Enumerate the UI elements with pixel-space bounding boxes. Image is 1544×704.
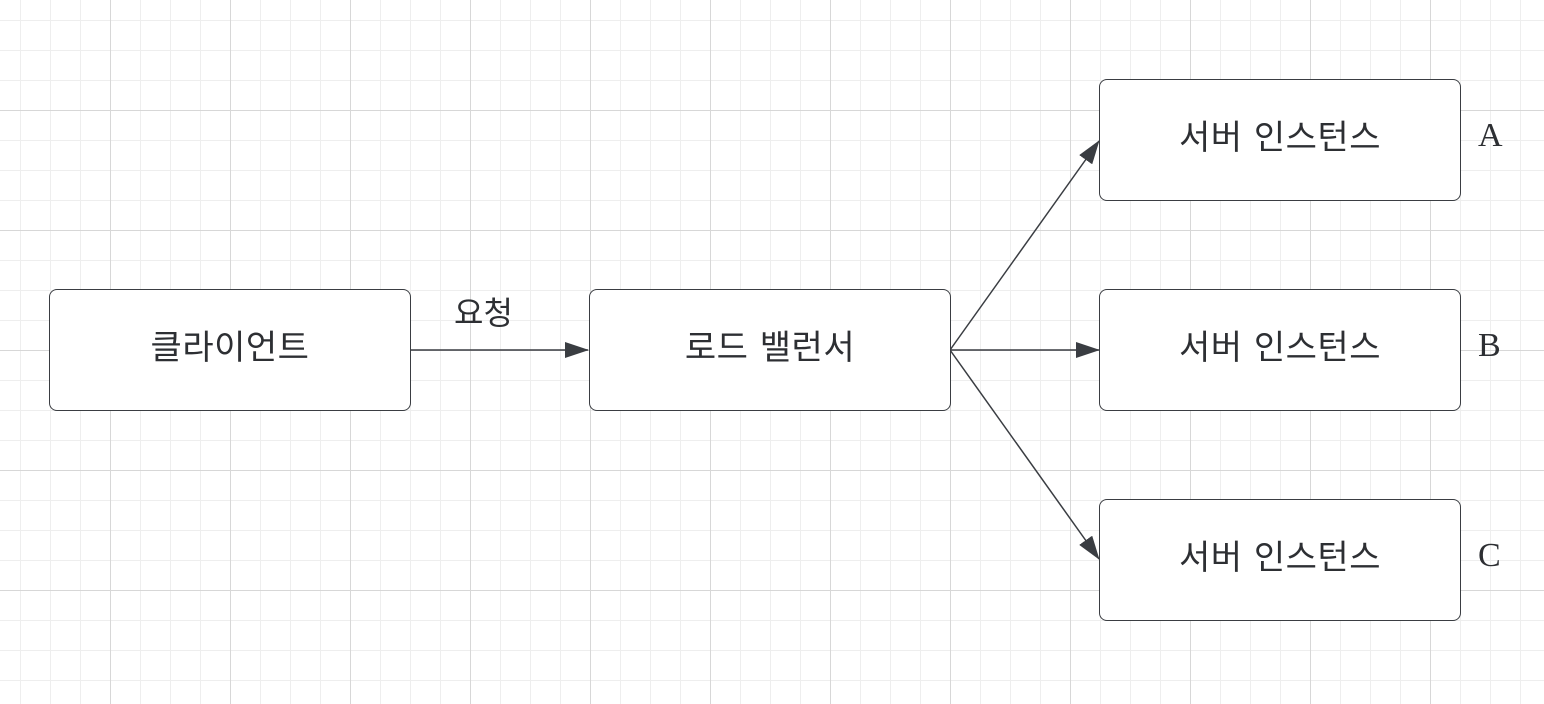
server-instance-c-node[interactable]: 서버 인스턴스 [1099,499,1461,621]
server-instance-a-node[interactable]: 서버 인스턴스 [1099,79,1461,201]
edge-load-balancer-to-server-a [949,140,1100,351]
edge-load-balancer-to-server-c [949,349,1100,560]
load-balancer-node-label: 로드 밸런서 [684,327,856,368]
server-instance-b-label: 서버 인스턴스 [1179,327,1381,368]
server-a-tag: A [1478,117,1503,154]
server-instance-c-label: 서버 인스턴스 [1179,537,1381,578]
server-c-tag: C [1478,537,1501,574]
server-instance-b-node[interactable]: 서버 인스턴스 [1099,289,1461,411]
edge-label-request: 요청 [454,294,513,332]
load-balancer-node[interactable]: 로드 밸런서 [589,289,951,411]
client-node[interactable]: 클라이언트 [49,289,411,411]
server-instance-a-label: 서버 인스턴스 [1179,117,1381,158]
client-node-label: 클라이언트 [150,327,310,368]
server-b-tag: B [1478,327,1501,364]
